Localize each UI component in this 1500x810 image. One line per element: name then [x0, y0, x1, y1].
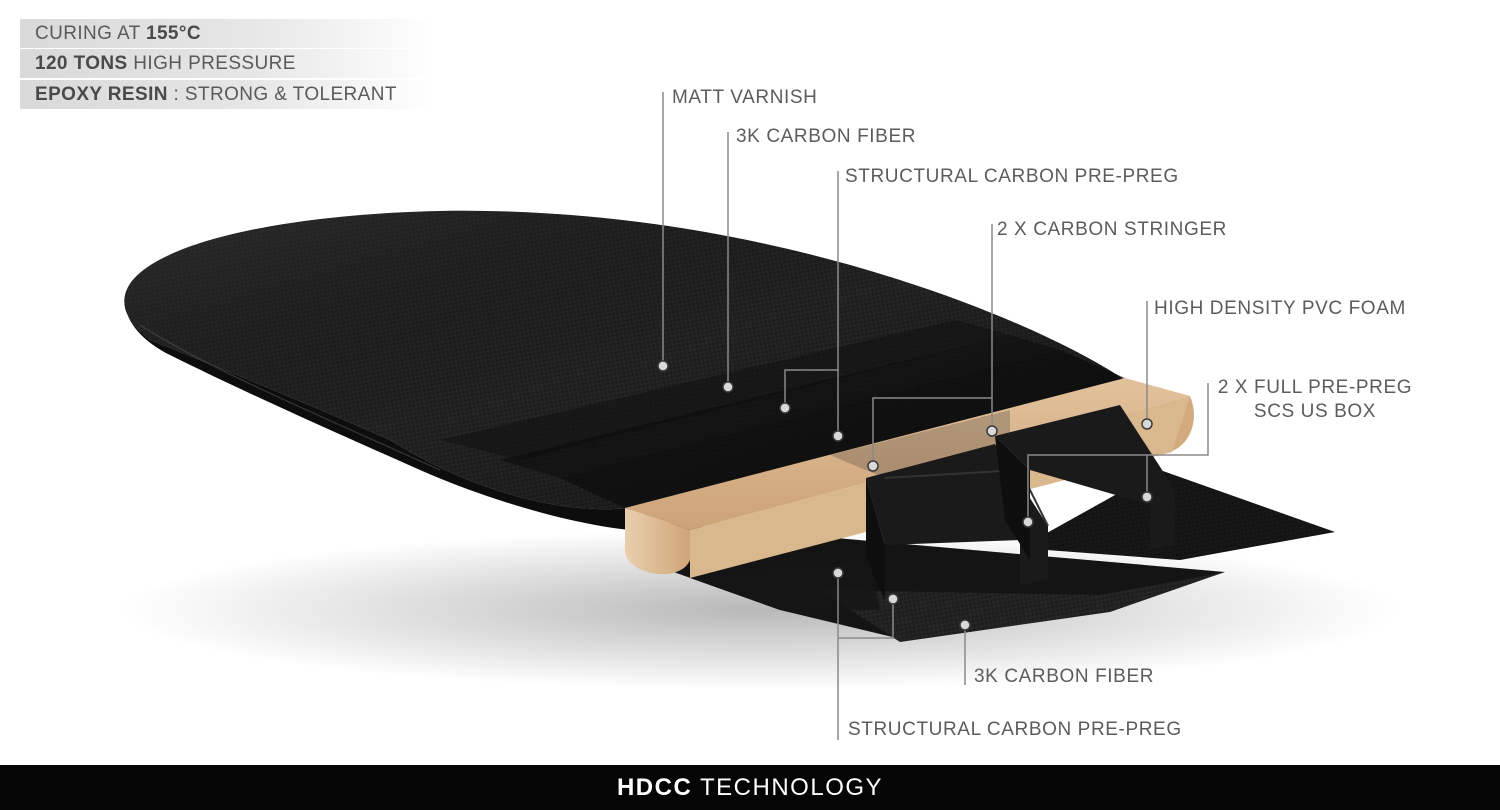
label-carbon-stringer: 2 X CARBON STRINGER: [997, 219, 1227, 240]
marker-dot: [832, 567, 844, 579]
leader-lines: [657, 92, 1209, 740]
pvc-foam-top: [625, 378, 1190, 530]
spec-text: : STRONG & TOLERANT: [167, 83, 397, 105]
fin-box-right: [995, 405, 1175, 560]
leader-stringer: [872, 224, 993, 466]
deck-layer-stripe: [560, 350, 1125, 508]
marker-dot: [1022, 516, 1034, 528]
spec-strong: 155°C: [145, 22, 202, 44]
leader-us-box: [1027, 383, 1209, 522]
footer-brand: HDCC: [616, 773, 693, 801]
label-carbon-fiber-top: 3K CARBON FIBER: [736, 126, 917, 147]
marker-dot: [722, 381, 734, 393]
label-us-box-line1: 2 X FULL PRE-PREG: [1217, 377, 1413, 398]
marker-dot: [832, 430, 844, 442]
marker-dot: [779, 402, 791, 414]
right-bottom-carbon: [1020, 470, 1335, 560]
label-carbon-fiber-bottom: 3K CARBON FIBER: [974, 666, 1155, 687]
marker-dot: [657, 360, 669, 372]
spec-text: HIGH PRESSURE: [127, 52, 296, 74]
spec-curing-temperature: CURING AT 155°C: [20, 19, 435, 48]
label-structural-carbon-bottom: STRUCTURAL CARBON PRE-PREG: [848, 719, 1182, 740]
marker-dot: [1141, 491, 1153, 503]
marker-dot: [867, 460, 879, 472]
marker-dot: [887, 593, 899, 605]
footer-title-bar: HDCC TECHNOLOGY: [0, 765, 1500, 810]
footer-title: TECHNOLOGY: [692, 773, 884, 801]
spec-strong: EPOXY RESIN: [35, 83, 168, 105]
board-cutaway-illustration: [120, 210, 1400, 690]
label-us-box: 2 X FULL PRE-PREG SCS US BOX: [1212, 376, 1418, 424]
leader-structural-top: [784, 171, 839, 408]
label-pvc-foam: HIGH DENSITY PVC FOAM: [1154, 298, 1406, 319]
label-us-box-line2: SCS US BOX: [1253, 401, 1377, 422]
spec-pressure: 120 TONS HIGH PRESSURE: [20, 49, 435, 78]
marker-dot: [959, 619, 971, 631]
spec-strong: 120 TONS: [35, 52, 128, 74]
spec-epoxy-resin: EPOXY RESIN : STRONG & TOLERANT: [20, 80, 435, 109]
marker-dot: [986, 425, 998, 437]
marker-dot: [1141, 418, 1153, 430]
label-matt-varnish: MATT VARNISH: [672, 87, 818, 108]
label-structural-carbon-top: STRUCTURAL CARBON PRE-PREG: [845, 166, 1179, 187]
fin-box-channel: [830, 410, 1010, 476]
pvc-foam-face: [624, 508, 690, 575]
spec-text: CURING AT: [35, 22, 146, 44]
bottom-carbon-fiber-layer: [820, 572, 1225, 642]
